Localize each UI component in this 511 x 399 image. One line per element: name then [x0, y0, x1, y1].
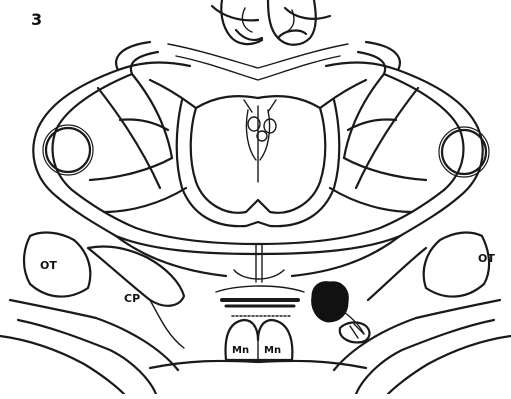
right-ventral-structures: OT: [334, 233, 511, 394]
lesion-site: [312, 282, 370, 343]
ventral-surface-line: [150, 361, 366, 368]
label-ot-right: OT: [478, 252, 495, 265]
dorsal-structure: [212, 0, 330, 45]
label-ot-left: OT: [40, 259, 57, 272]
figure-number: 3: [31, 10, 42, 29]
label-mn-right: Mn: [264, 345, 281, 356]
mammillary-bodies: Mn Mn: [226, 320, 293, 360]
label-cp: CP: [124, 292, 140, 305]
lateral-bands-left: [90, 74, 196, 212]
lateral-bands-right: [320, 74, 426, 212]
label-mn-left: Mn: [232, 345, 249, 356]
left-ventral-structures: OT CP: [0, 233, 184, 394]
central-tegmentum: [177, 96, 340, 226]
